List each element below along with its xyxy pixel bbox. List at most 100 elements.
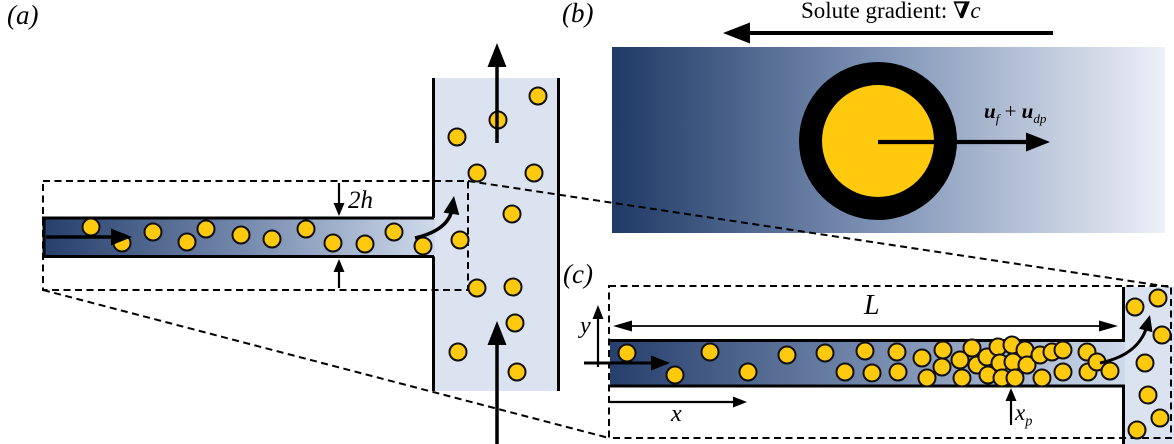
c-xp-arrow [1005, 388, 1017, 425]
a-2h-top-arrow [333, 183, 345, 216]
particle [528, 86, 548, 106]
particle [962, 338, 982, 358]
arrowhead [111, 228, 132, 246]
zoom-link-bottom [42, 289, 610, 439]
particle [738, 362, 758, 382]
particle [917, 368, 937, 388]
particle [933, 340, 953, 360]
particle [700, 342, 720, 362]
particle [815, 343, 835, 363]
particle [1148, 288, 1168, 308]
channel-width-label: 2h [348, 187, 373, 214]
a-inflow-arrow [46, 228, 132, 246]
particle [502, 204, 522, 224]
c-y-axis-arrow [592, 305, 604, 367]
particle [262, 229, 282, 249]
particle [177, 232, 197, 252]
arrowhead [1026, 132, 1050, 152]
particle [296, 219, 316, 239]
c-length-arrow [613, 320, 1118, 332]
particle [507, 362, 527, 382]
velocity-label: uf + udp [984, 99, 1047, 127]
c-inflow-arrow [584, 355, 670, 371]
particle [777, 345, 797, 365]
particle [1053, 340, 1073, 360]
particle [355, 234, 375, 254]
particle [952, 368, 972, 388]
arrowhead [487, 43, 507, 67]
particle [950, 350, 970, 370]
particle [323, 233, 343, 253]
particle [1152, 325, 1172, 345]
particle [524, 163, 544, 183]
arrowhead [613, 320, 632, 332]
arrowhead [443, 196, 460, 215]
arrowhead [733, 396, 747, 408]
a-outlet-arrow [487, 43, 507, 143]
particle [1017, 355, 1037, 375]
b-velocity-arrow [878, 132, 1050, 152]
particle [231, 225, 251, 245]
a-side-particles [447, 86, 548, 382]
arrowhead [592, 305, 604, 319]
particle [447, 127, 467, 147]
c-side-particles [1125, 288, 1172, 440]
channel-length-label: L [864, 290, 880, 321]
particle [887, 342, 907, 362]
panel-a-label: (a) [7, 0, 39, 30]
zoom-link-top [467, 180, 1171, 288]
particle [835, 362, 855, 382]
particle [467, 163, 487, 183]
a-2h-bottom-arrow [333, 259, 345, 288]
particle [384, 222, 404, 242]
particle [617, 343, 637, 363]
arrowhead [1099, 320, 1118, 332]
particle [503, 277, 523, 297]
x-axis-label: x [671, 401, 682, 427]
particle [1127, 420, 1147, 440]
nabla-symbol: ∇ [953, 0, 971, 23]
particle [665, 365, 685, 385]
arrowhead [651, 355, 670, 371]
panel-c-label: (c) [563, 259, 593, 289]
xp-label: xp [1015, 400, 1033, 430]
c-junction-arrow [1099, 315, 1153, 365]
particle [855, 341, 875, 361]
particle [1150, 408, 1170, 428]
c-x-axis-arrow [610, 396, 747, 408]
particle [1005, 368, 1025, 388]
arrowhead [1005, 388, 1017, 401]
arrowhead [333, 203, 345, 216]
particle [467, 278, 487, 298]
particle [1125, 297, 1145, 317]
a-junction-arrow [414, 196, 460, 240]
particle [448, 342, 468, 362]
particle [888, 362, 908, 382]
particle [912, 348, 932, 368]
arrowhead [487, 321, 507, 345]
particle [196, 219, 216, 239]
particle [413, 236, 433, 256]
particle [1135, 353, 1155, 373]
particle [1138, 385, 1158, 405]
particle [81, 217, 101, 237]
particle [1032, 368, 1052, 388]
a-zoom-outline [42, 180, 469, 291]
solute-gradient-label: Solute gradient: ∇c [801, 0, 981, 23]
particle [862, 363, 882, 383]
particle [1053, 362, 1073, 382]
particle [450, 230, 470, 250]
particle [143, 222, 163, 242]
particle [505, 313, 525, 333]
arrowhead [1139, 315, 1153, 333]
arrowhead [333, 259, 345, 272]
arrowhead [723, 22, 750, 44]
b-solute-gradient-arrow [723, 22, 1053, 44]
particle [1100, 361, 1120, 381]
particle [932, 357, 952, 377]
a-bottom-inlet-arrow [487, 321, 507, 444]
y-axis-label: y [580, 313, 591, 339]
panel-b-label: (b) [562, 0, 594, 28]
